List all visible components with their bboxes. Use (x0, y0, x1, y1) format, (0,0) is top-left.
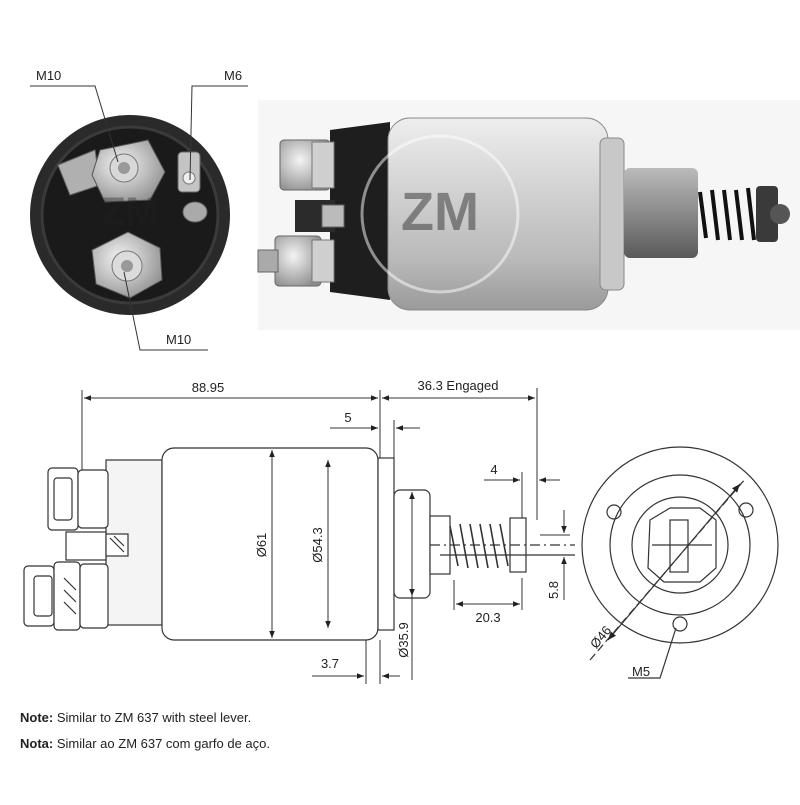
watermark: ZM (101, 190, 159, 234)
label-mount-thread: M5 (632, 664, 650, 679)
dim-overall-length: 88.95 (192, 380, 225, 395)
dim-flange-width: 5 (344, 410, 351, 425)
dim-front-offset: 3.7 (321, 656, 339, 671)
photo-spring (698, 187, 756, 241)
note-label: Note: (20, 710, 54, 725)
front-view-drawing (581, 446, 779, 679)
label-m10-bottom: M10 (166, 332, 191, 347)
dim-engaged: 36.3 Engaged (418, 378, 499, 393)
top-terminal-nut (91, 139, 166, 203)
dim-plunger-diameter: 5.8 (546, 581, 561, 599)
label-m6: M6 (224, 68, 242, 83)
watermark-side: ZM (401, 182, 479, 242)
dim-flange-diameter: Ø46 (587, 623, 614, 651)
dim-plunger-length: 20.3 (475, 610, 500, 625)
note-text: Similar ao ZM 637 com garfo de aço. (56, 736, 270, 751)
note-portuguese: Nota: Similar ao ZM 637 com garfo de aço… (20, 736, 270, 751)
note-text: Similar to ZM 637 with steel lever. (56, 710, 252, 725)
label-m10-top: M10 (36, 68, 61, 83)
end-view-photo: ZM (30, 115, 230, 315)
bottom-terminal-nut (91, 231, 163, 299)
small-terminal (177, 151, 208, 223)
note-english: Note: Similar to ZM 637 with steel lever… (20, 710, 251, 725)
side-view-photo: ZM (257, 100, 800, 330)
photo-terminals (257, 139, 345, 287)
dim-inner-diameter: Ø54.3 (310, 527, 325, 562)
note-label: Nota: (20, 736, 54, 751)
dim-nose-diameter: Ø35.9 (396, 622, 411, 657)
dim-body-diameter: Ø61 (254, 533, 269, 558)
dim-lever-gap: 4 (490, 462, 497, 477)
